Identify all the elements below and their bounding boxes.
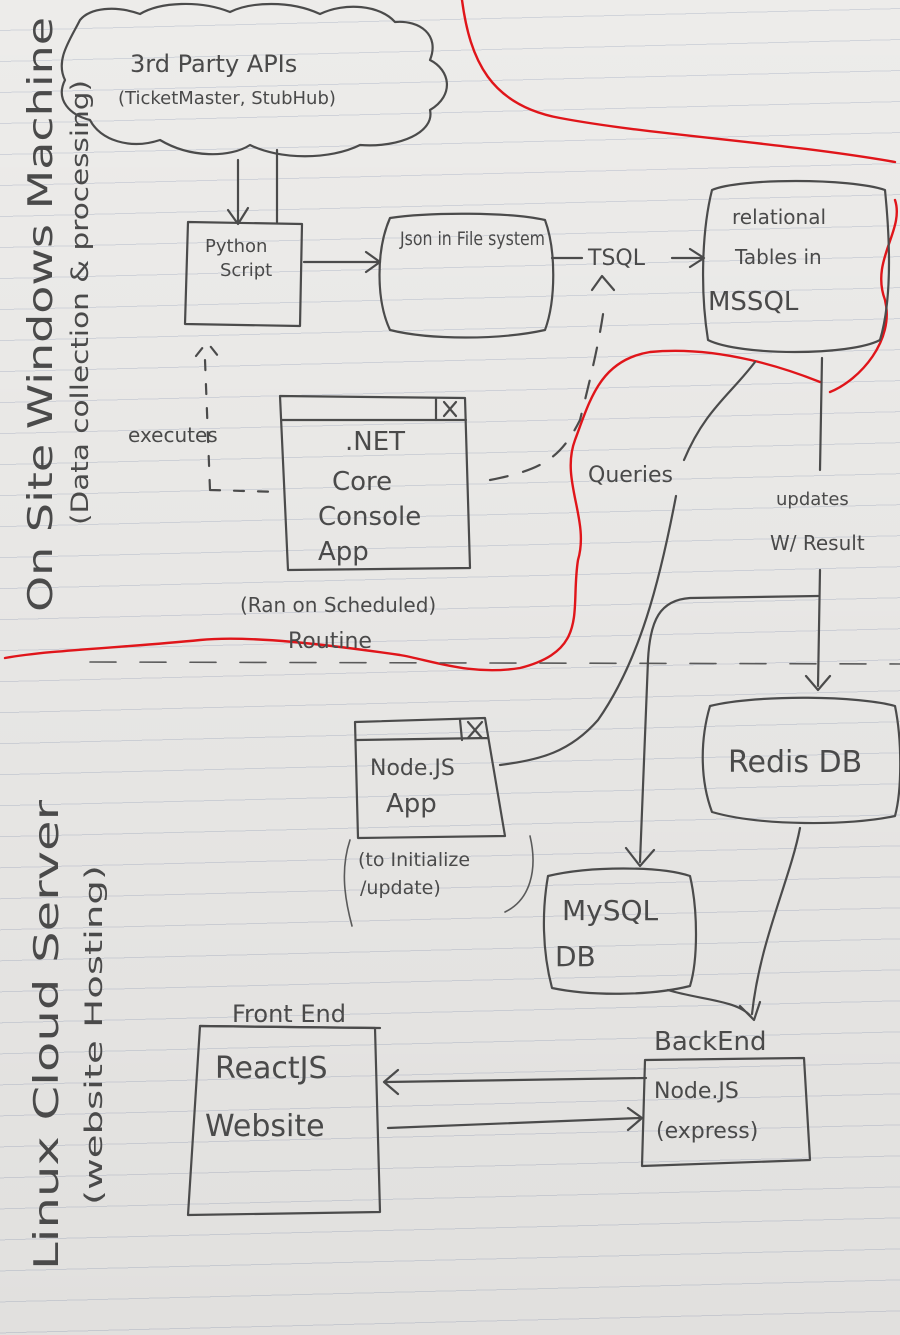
mssql-label-2: Tables in: [734, 245, 822, 269]
arrow-redis-to-backend: [750, 826, 802, 1016]
schedule-label-2: Routine: [288, 629, 372, 654]
node-express-box: [640, 1056, 812, 1168]
mssql-label-1: relational: [732, 205, 826, 229]
line-queries-to-nodeapp: [498, 494, 678, 767]
dotnet-label-3: Console: [318, 502, 421, 532]
linux-server-label: Linux Cloud Server: [27, 800, 67, 1270]
nodeapp-label-1: Node.JS: [370, 756, 455, 781]
dotnet-label-2: Core: [332, 467, 392, 497]
line-mssql-to-queries: [682, 360, 757, 462]
nodeapp-label-2: App: [386, 789, 437, 819]
tsql-label: TSQL: [587, 246, 646, 271]
react-label-2: Website: [205, 1109, 325, 1144]
arrow-frontend-to-backend: [386, 1106, 644, 1132]
nodeapp-note-2: /update): [360, 877, 441, 899]
executes-label: executes: [128, 423, 218, 447]
updates-label-1: updates: [776, 489, 849, 510]
nodeapp-note-1: (to Initialize: [358, 849, 470, 871]
arrow-backend-to-frontend: [382, 1068, 648, 1096]
dotnet-label-1: .NET: [345, 427, 405, 457]
backend-title: BackEnd: [654, 1027, 767, 1057]
mysql-db-cylinder: [542, 867, 698, 995]
python-script-label-1: Python: [205, 236, 267, 257]
arrow-mysql-to-backend: [666, 988, 762, 1022]
arrow-apis-to-python: [226, 158, 250, 226]
mssql-tables-cylinder: [701, 179, 891, 354]
nodejs-app-close-icon: [458, 718, 484, 742]
apis-title: 3rd Party APIs: [130, 50, 297, 78]
red-boundary-queries: [3, 349, 822, 672]
arrow-dotnet-to-tsql: [590, 274, 616, 292]
python-script-box: [183, 220, 304, 328]
arrow-python-to-json: [302, 250, 382, 274]
mssql-label-3: MSSQL: [708, 287, 799, 317]
dotnet-label-4: App: [318, 537, 369, 567]
arrow-dotnet-executes-python: [194, 340, 282, 494]
onsite-machine-sublabel: (Data collection & processing): [66, 80, 94, 525]
redis-db-cylinder: [701, 696, 900, 825]
json-label: Json in File system: [399, 228, 545, 250]
nodejs-app-window: [353, 716, 507, 840]
apis-cloud: [60, 2, 448, 158]
updates-label-2: W/ Result: [770, 531, 865, 555]
nodeapp-note-bracket: [343, 835, 534, 927]
node-label-1: Node.JS: [654, 1079, 739, 1104]
mysql-label-2: DB: [555, 940, 596, 973]
node-label-2: (express): [656, 1119, 758, 1144]
line-mssql-to-updates: [818, 356, 824, 472]
python-script-label-2: Script: [220, 260, 272, 281]
frontend-title: Front End: [232, 1000, 346, 1028]
react-website-box: [186, 1024, 382, 1217]
linux-server-sublabel: (website Hosting): [80, 865, 108, 1205]
red-boundary-right: [828, 198, 898, 394]
queries-label: Queries: [588, 463, 673, 488]
apis-subtitle: (TicketMaster, StubHub): [118, 88, 336, 109]
dotnet-close-icon: [434, 396, 458, 422]
red-boundary-top: [460, 0, 897, 164]
react-label-1: ReactJS: [215, 1051, 328, 1086]
separator-dashed-line: [89, 661, 900, 665]
mysql-label-1: MySQL: [562, 894, 659, 927]
onsite-machine-label: On Site Windows Machine: [21, 17, 61, 612]
dotnet-to-tsql-dashed: [488, 298, 607, 482]
redis-label: Redis DB: [728, 745, 862, 780]
arrow-updates-to-redis: [804, 568, 832, 692]
schedule-label-1: (Ran on Scheduled): [240, 593, 436, 617]
arrow-updates-to-mysql: [624, 594, 820, 868]
json-filesystem-box: [378, 212, 555, 339]
